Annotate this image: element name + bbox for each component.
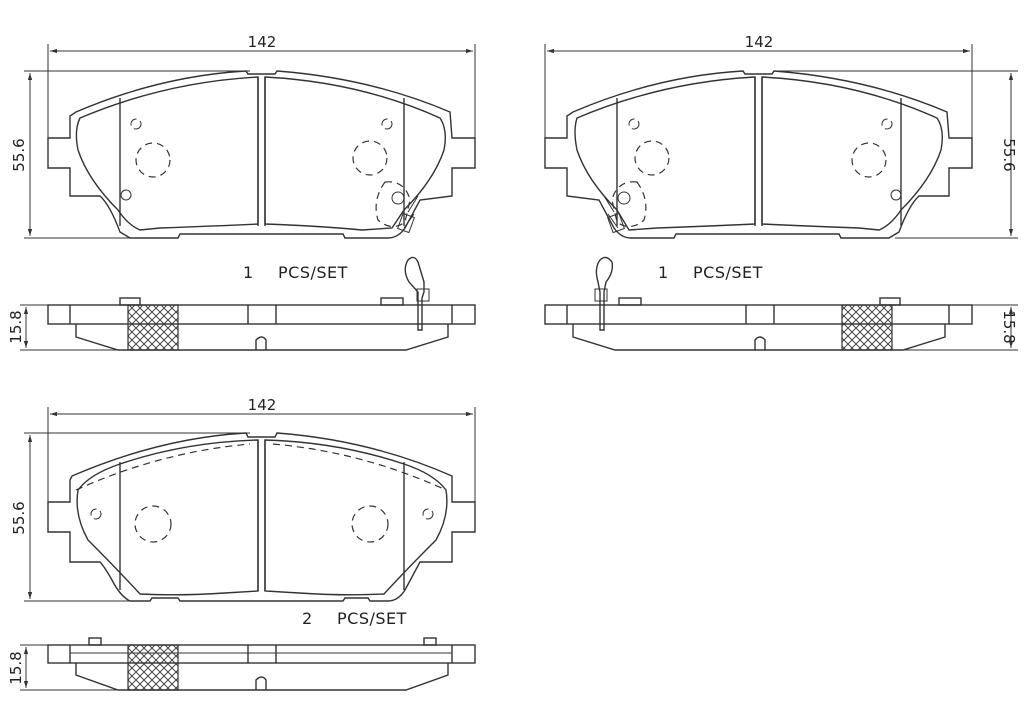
shim-section xyxy=(841,304,893,351)
friction-material-right xyxy=(264,76,447,231)
piston-circle-right xyxy=(351,505,389,543)
piston-circle-left xyxy=(135,142,171,178)
quantity-label: 1 xyxy=(658,263,669,282)
quantity-label: 1 xyxy=(243,263,254,282)
height-label: 55.6 xyxy=(1000,138,1018,171)
friction-material xyxy=(574,76,756,231)
friction-material-right xyxy=(761,76,944,231)
clip-icon xyxy=(595,256,614,331)
height-dimension: 55.6 xyxy=(775,70,1018,239)
width-label: 142 xyxy=(745,33,774,51)
side-view: 15.8 xyxy=(544,297,1018,351)
pad-view-2: 142 55.6 1 PCS/SET xyxy=(544,33,1018,351)
backing-plate-side xyxy=(47,644,476,664)
backing-plate xyxy=(47,432,476,602)
set-label: PCS/SET xyxy=(693,263,763,282)
backing-plate xyxy=(544,70,973,239)
pin-hole xyxy=(890,189,902,201)
height-label: 55.6 xyxy=(10,138,28,171)
height-dimension: 55.6 xyxy=(10,70,250,239)
piston-circle-right xyxy=(352,140,388,176)
piston-circle-left xyxy=(134,505,172,543)
backing-plate-side xyxy=(47,304,476,325)
clip-icon xyxy=(404,256,425,331)
wear-sensor-icon xyxy=(375,181,419,234)
pin-hole xyxy=(381,118,393,130)
pin-hole xyxy=(90,508,102,520)
set-label: PCS/SET xyxy=(278,263,348,282)
wear-sensor-icon xyxy=(603,181,647,234)
set-label: PCS/SET xyxy=(337,609,407,628)
width-label: 142 xyxy=(248,396,277,414)
pin-hole xyxy=(120,189,132,201)
side-view: 15.8 xyxy=(7,637,476,691)
piston-circle-left xyxy=(634,140,670,176)
piston-circle-right xyxy=(851,142,887,178)
pad-view-3: 142 55.6 2 PCS/SET xyxy=(7,396,476,691)
width-dimension: 142 xyxy=(47,33,476,142)
shim-section xyxy=(127,644,179,691)
wear-indicator-line xyxy=(272,443,447,491)
pin-hole xyxy=(130,118,142,130)
friction-material-right xyxy=(264,439,448,596)
side-view: 15.8 xyxy=(7,297,476,351)
pad-view-1: 142 55.6 1 PCS/SE xyxy=(7,33,476,351)
backing-plate-side xyxy=(544,304,973,325)
thickness-label: 15.8 xyxy=(7,310,25,343)
backing-plate xyxy=(47,70,476,239)
width-dimension: 142 xyxy=(47,396,476,503)
height-label: 55.6 xyxy=(10,501,28,534)
shim-section xyxy=(127,304,179,351)
thickness-label: 15.8 xyxy=(1000,310,1018,343)
wear-indicator-line xyxy=(75,443,251,491)
quantity-label: 2 xyxy=(302,609,313,628)
thickness-label: 15.8 xyxy=(7,651,25,684)
friction-material xyxy=(75,76,259,231)
pin-hole xyxy=(628,118,640,130)
width-dimension: 142 xyxy=(544,33,973,142)
width-label: 142 xyxy=(248,33,277,51)
pin-hole xyxy=(422,508,434,520)
pin-hole xyxy=(881,118,893,130)
height-dimension: 55.6 xyxy=(10,432,250,602)
